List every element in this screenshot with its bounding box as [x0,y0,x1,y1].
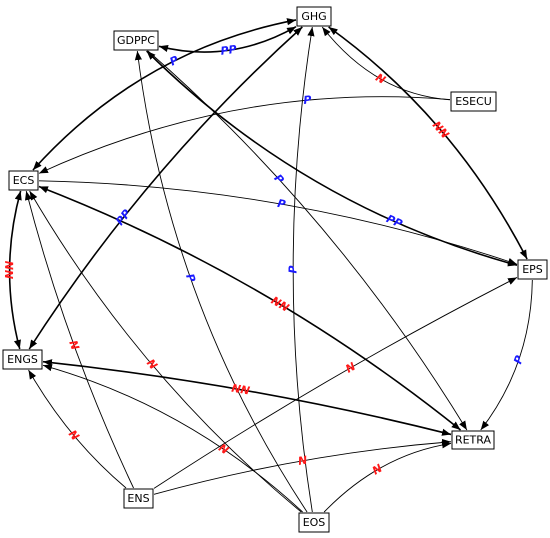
edge-eos-gdppc [134,50,308,513]
node-retra: RETRA [451,430,495,450]
edge-label-ecs-engs: NN [3,261,16,279]
edge-ghg-ecs [32,18,297,171]
edge-label-eos-gdppc: P [183,272,198,284]
node-label-eps: EPS [522,263,543,276]
node-label-retra: RETRA [455,434,492,447]
edge-ecs-engs [8,190,22,350]
edge-label-ecs-retra: NN [269,294,291,315]
node-label-ecs: ECS [13,174,35,187]
node-label-esecu: ESECU [455,95,492,108]
edge-gdppc-eps [146,50,518,267]
edge-ens-ecs [24,190,134,489]
edge-esecu-ghg [321,26,451,101]
node-label-eos: EOS [303,516,326,529]
node-box-eps [517,259,548,280]
edge-label-eps-retra: P [511,354,526,366]
edge-ens-eps [153,277,518,489]
edge-label-ens-eps: N [343,360,357,376]
edge-ecs-eps [38,180,518,265]
node-box-ghg [296,6,332,27]
edge-ghg-eps [328,26,528,260]
edge-label-eos-ecs: N [144,357,160,372]
edge-label-eos-retra: N [370,462,385,478]
edge-label-ecs-eps: P [276,197,286,211]
node-ens: ENS [123,488,154,509]
node-engs: ENGS [2,349,43,370]
node-label-engs: ENGS [7,353,38,366]
node-box-ens [123,488,154,509]
edge-ens-retra [153,438,452,495]
edge-engs-retra [42,359,452,436]
node-ecs: ECS [8,170,39,191]
node-label-ens: ENS [127,492,149,505]
edge-label-ens-ecs: N [66,339,81,352]
node-box-gdppc [113,30,159,51]
node-box-engs [2,349,43,370]
edge-gdppc-retra [147,50,468,431]
edge-label-gdppc-eps: PP [384,212,404,230]
node-label-ghg: GHG [301,10,326,23]
edge-eos-ghg [292,26,315,513]
edges-layer [8,18,533,513]
edge-label-eos-engs: N [216,441,231,457]
edge-label-ens-engs: N [66,428,82,443]
edge-eos-engs [42,364,303,513]
edge-eos-retra [323,441,452,513]
node-esecu: ESECU [450,91,497,112]
nodes-layer: GHG GDPPC ESECU ECS EPS ENGS RETRA ENS EOS [2,6,548,533]
node-box-retra [451,430,495,450]
edge-label-esecu-ghg: N [373,71,387,87]
edge-label-ghg-ecs: P [168,53,181,68]
edge-eos-ecs [29,190,302,513]
node-eos: EOS [298,512,330,533]
node-label-gdppc: GDPPC [117,34,155,47]
edge-ens-engs [28,369,127,489]
edge-eps-retra [480,279,533,431]
node-eps: EPS [517,259,548,280]
node-gdppc: GDPPC [113,30,159,51]
edge-label-engs-retra: NN [230,382,250,398]
node-box-ecs [8,170,39,191]
node-box-esecu [450,91,497,112]
edge-label-ens-retra: N [297,454,308,468]
edge-label-gdppc-ghg: PP [220,43,238,58]
edge-label-eos-ghg: P [287,265,300,273]
node-box-eos [298,512,330,533]
edge-label-esecu-ecs: P [303,93,312,107]
node-ghg: GHG [296,6,332,27]
